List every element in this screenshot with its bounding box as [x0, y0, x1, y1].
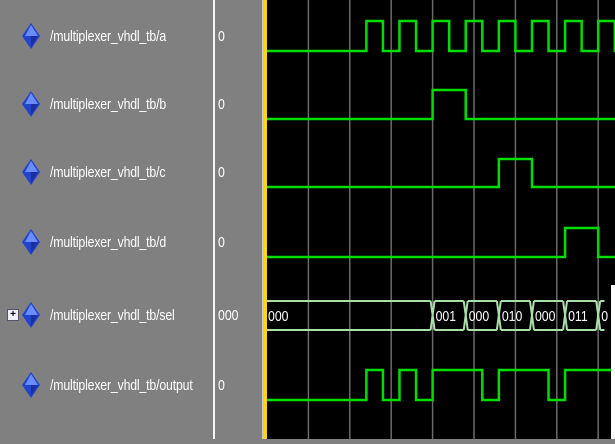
signal-names-pane: /multiplexer_vhdl_tb/a /multiplexer_vhdl…	[0, 0, 213, 439]
waveform-b	[267, 88, 615, 121]
signal-value-text: 0	[218, 163, 225, 181]
waveform-a	[267, 19, 615, 53]
signal-diamond-icon	[22, 229, 40, 255]
signal-value-text: 0	[218, 95, 225, 113]
wave-pane-edge	[262, 0, 264, 439]
bus-segment	[597, 300, 605, 331]
bus-value-label: 000	[535, 308, 556, 324]
signal-diamond-icon	[22, 23, 40, 49]
bus-value-label: 010	[502, 308, 523, 324]
bus-value-label: 011	[568, 308, 588, 324]
signal-row-sel[interactable]: + /multiplexer_vhdl_tb/sel	[0, 300, 213, 330]
signal-name: /multiplexer_vhdl_tb/output	[50, 376, 193, 394]
bus-segment	[464, 300, 500, 331]
signal-diamond-icon	[22, 159, 40, 185]
expand-button[interactable]: +	[7, 309, 19, 321]
signal-name: /multiplexer_vhdl_tb/a	[50, 27, 167, 45]
blank-area	[611, 285, 615, 439]
signal-name: /multiplexer_vhdl_tb/b	[50, 95, 167, 113]
signal-value: 0	[215, 370, 263, 400]
signal-row-b[interactable]: /multiplexer_vhdl_tb/b	[0, 89, 213, 119]
bus-segment	[530, 300, 567, 331]
waveform-output	[267, 368, 615, 402]
signal-row-c[interactable]: /multiplexer_vhdl_tb/c	[0, 157, 213, 187]
waveform-canvas: 000 001 000 010 000 011 0	[267, 0, 615, 439]
time-cursor[interactable]	[264, 0, 267, 439]
signal-row-output[interactable]: /multiplexer_vhdl_tb/output	[0, 370, 213, 400]
signal-name: /multiplexer_vhdl_tb/c	[50, 163, 166, 181]
signal-diamond-icon	[22, 302, 40, 328]
waveform-c	[267, 157, 615, 189]
signal-value: 0	[215, 89, 263, 119]
bus-segment	[497, 300, 533, 331]
signal-row-a[interactable]: /multiplexer_vhdl_tb/a	[0, 21, 213, 51]
signal-value-text: 0	[218, 27, 225, 45]
signal-value: 0	[215, 21, 263, 51]
signal-value-text: 0	[218, 376, 225, 394]
bus-value-label: 0	[601, 308, 608, 324]
bus-value-label: 000	[268, 308, 289, 324]
signal-row-d[interactable]: /multiplexer_vhdl_tb/d	[0, 227, 213, 257]
signal-diamond-icon	[22, 91, 40, 117]
signal-name: /multiplexer_vhdl_tb/sel	[50, 306, 175, 324]
bus-value-label: 001	[436, 308, 457, 324]
waveform-d	[267, 226, 615, 259]
signal-diamond-icon	[22, 372, 40, 398]
bus-value-label: 000	[469, 308, 490, 324]
signal-name: /multiplexer_vhdl_tb/d	[50, 233, 167, 251]
signal-value-text: 000	[218, 306, 239, 324]
waveform-pane[interactable]: 000 001 000 010 000 011 0	[267, 0, 615, 439]
signal-value-text: 0	[218, 233, 225, 251]
signal-value: 000	[215, 300, 263, 330]
bus-segment	[564, 300, 600, 331]
bus-segment	[431, 300, 467, 331]
signal-value: 0	[215, 157, 263, 187]
pane-divider[interactable]	[213, 0, 215, 439]
signal-value: 0	[215, 227, 263, 257]
